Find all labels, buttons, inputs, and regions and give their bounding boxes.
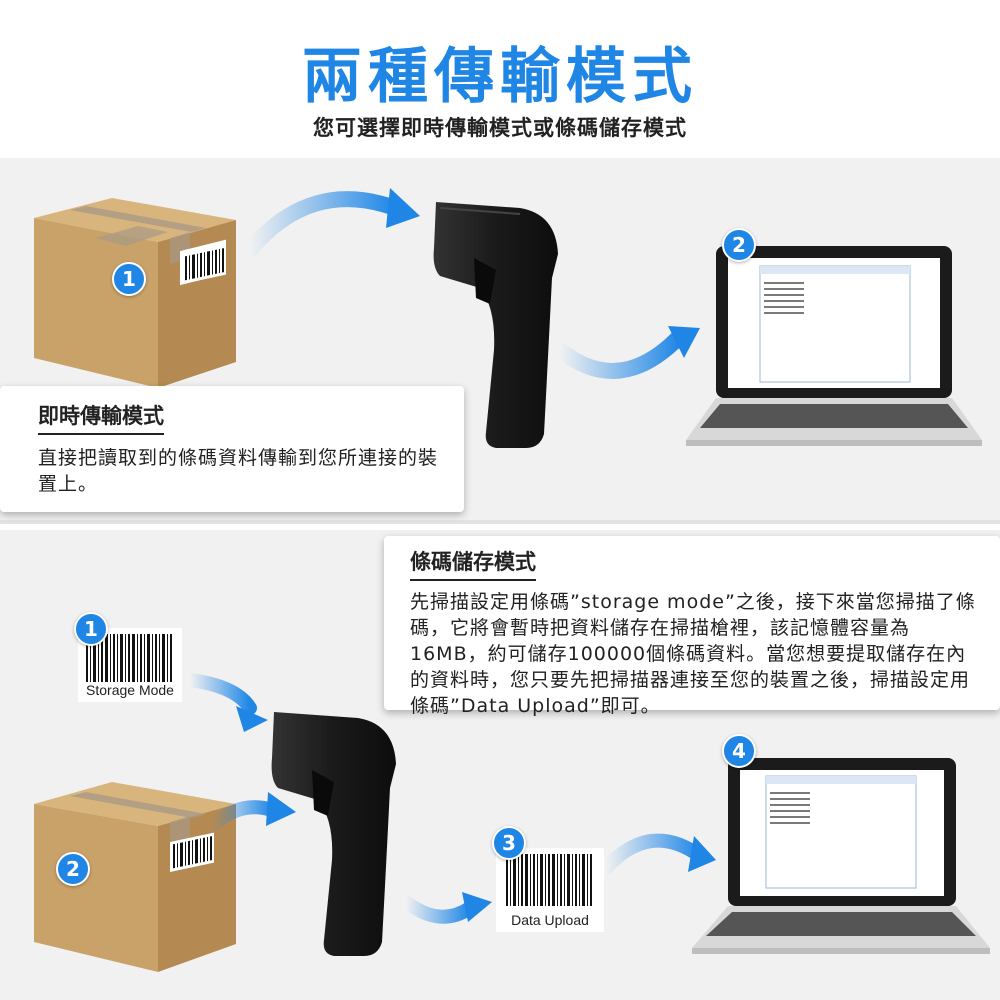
storage-description: 先掃描設定用條碼”storage mode”之後，接下來當您掃描了條碼，它將會暫… xyxy=(410,591,976,717)
realtime-description: 直接把讀取到的條碼資料傳輸到您所連接的裝置上。 xyxy=(38,447,439,495)
laptop-icon xyxy=(692,758,990,954)
arrow-icon xyxy=(205,800,279,833)
barcode-icon xyxy=(506,854,592,906)
data-upload-barcode: Data Upload xyxy=(496,848,604,932)
step-badge: 2 xyxy=(56,852,90,886)
barcode-scanner-icon xyxy=(433,202,558,448)
storage-illustration xyxy=(34,673,990,972)
laptop-icon xyxy=(686,246,982,446)
box-barcode-icon xyxy=(170,832,214,872)
barcode-scanner-icon xyxy=(271,712,396,956)
page-title: 兩種傳輸模式 xyxy=(302,42,698,112)
step-badge: 1 xyxy=(74,612,108,646)
box-barcode-icon xyxy=(182,244,226,284)
barcode-label: Data Upload xyxy=(511,912,589,928)
section-divider xyxy=(0,520,1000,524)
step-badge: 3 xyxy=(492,826,526,860)
step-badge: 1 xyxy=(112,262,146,296)
realtime-title: 即時傳輸模式 xyxy=(38,400,164,435)
page-subtitle: 您可選擇即時傳輸模式或條碼儲存模式 xyxy=(313,116,687,140)
realtime-card: 即時傳輸模式 直接把讀取到的條碼資料傳輸到您所連接的裝置上。 xyxy=(0,386,464,512)
arrow-icon xyxy=(599,833,707,875)
storage-title: 條碼儲存模式 xyxy=(410,546,536,581)
arrow-icon xyxy=(552,328,688,379)
storage-card: 條碼儲存模式 先掃描設定用條碼”storage mode”之後，接下來當您掃描了… xyxy=(384,536,1000,717)
arrow-icon xyxy=(399,895,477,924)
realtime-illustration xyxy=(34,188,982,448)
barcode-icon xyxy=(86,634,172,682)
step-badge: 4 xyxy=(722,734,756,768)
barcode-label: Storage Mode xyxy=(86,682,174,698)
arrow-icon xyxy=(242,191,403,258)
arrow-icon xyxy=(183,673,257,715)
step-badge: 2 xyxy=(722,228,756,262)
